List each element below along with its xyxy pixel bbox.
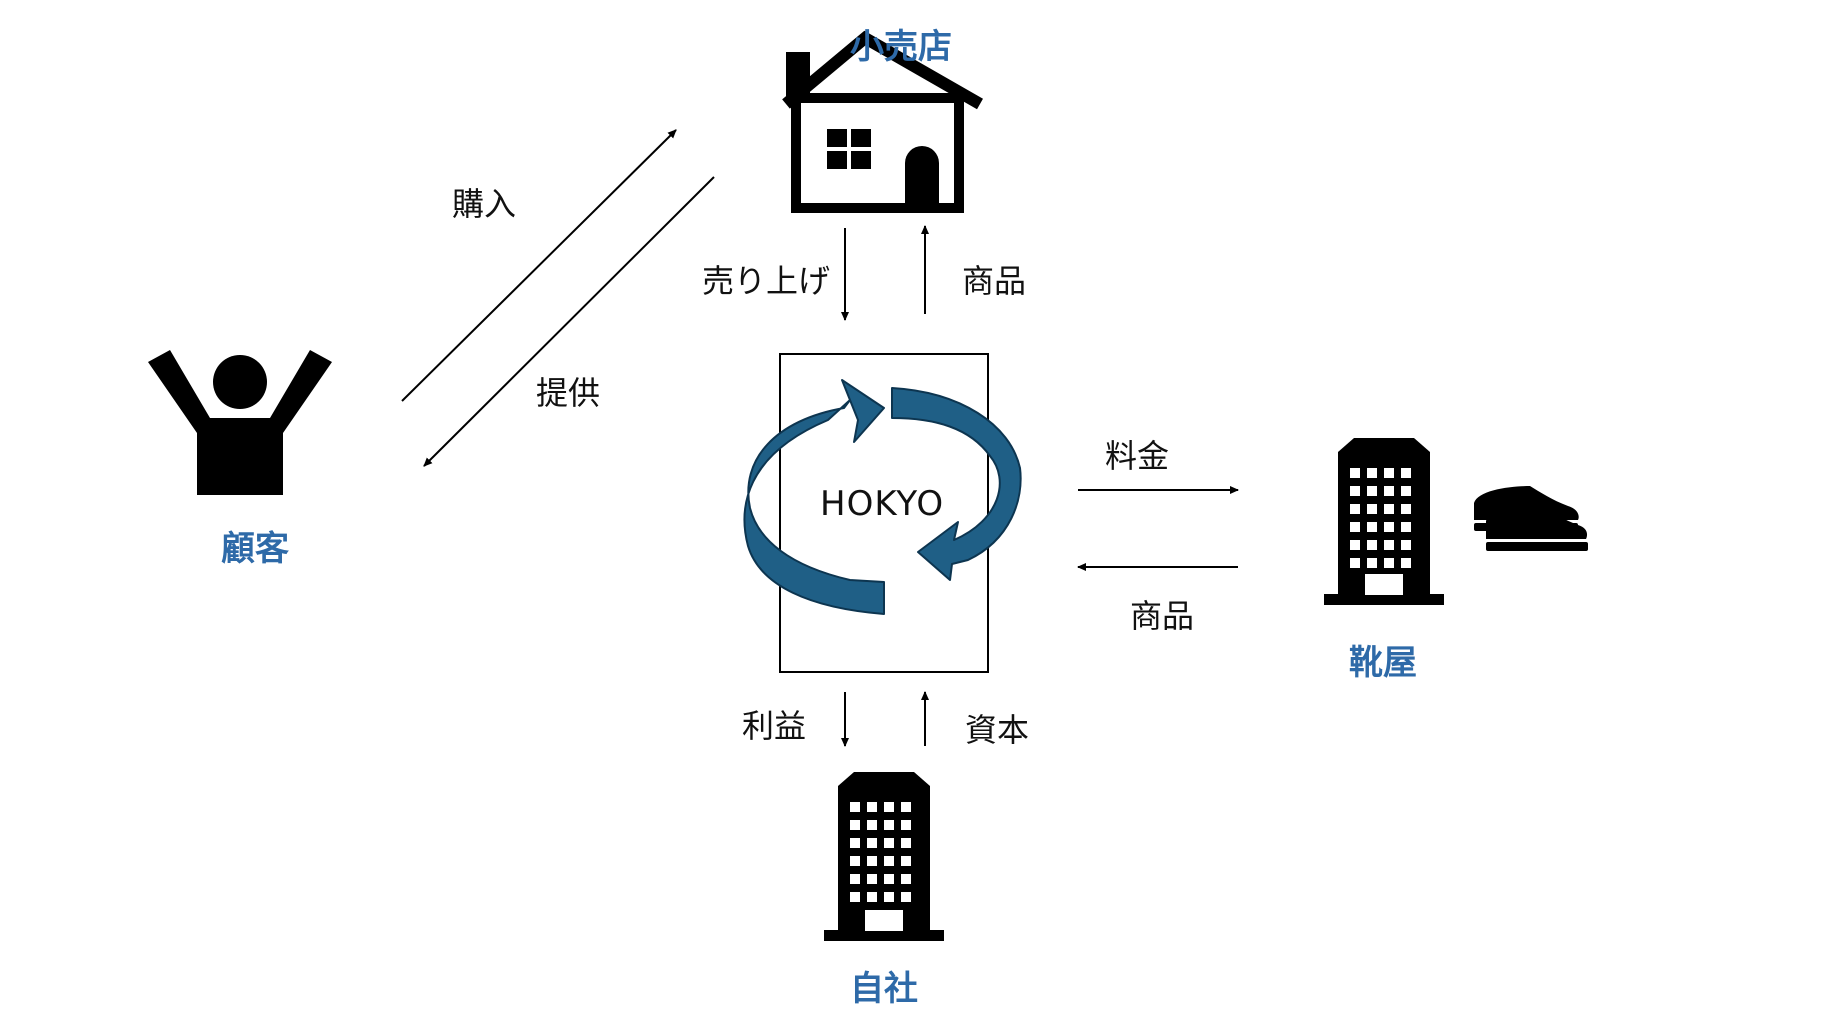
building-window <box>901 802 911 812</box>
shoe-store-title: 靴屋 <box>1349 643 1417 683</box>
building-window <box>1367 504 1377 514</box>
building-window <box>1350 504 1360 514</box>
building-window <box>1401 468 1411 478</box>
house-icon <box>782 30 983 213</box>
building-window <box>1367 468 1377 478</box>
arrows <box>401 129 1239 747</box>
building-window <box>1367 486 1377 496</box>
building-window <box>884 874 894 884</box>
capital-label: 資本 <box>965 711 1030 749</box>
building-window <box>1401 522 1411 532</box>
building-window <box>867 856 877 866</box>
cycle-arrows-icon <box>743 379 1022 615</box>
building-window <box>850 802 860 812</box>
shoe-store-building-icon <box>1324 438 1444 605</box>
sales-label: 売り上げ <box>702 262 831 300</box>
building-window <box>901 874 911 884</box>
building-window <box>1384 468 1394 478</box>
provide-arrow <box>423 176 715 467</box>
building-window <box>1384 558 1394 568</box>
goods-top-label: 商品 <box>962 262 1027 300</box>
building-window <box>1401 558 1411 568</box>
fee-label: 料金 <box>1105 437 1170 475</box>
building-window <box>901 892 911 902</box>
building-window <box>1401 486 1411 496</box>
building-window <box>1350 558 1360 568</box>
building-window <box>1350 468 1360 478</box>
building-window <box>850 874 860 884</box>
building-window <box>884 802 894 812</box>
building-window <box>1367 522 1377 532</box>
customer-title: 顧客 <box>221 529 289 569</box>
building-window <box>1350 522 1360 532</box>
building-window <box>901 838 911 848</box>
building-window <box>850 820 860 830</box>
purchase-label: 購入 <box>452 185 517 223</box>
building-window <box>1401 504 1411 514</box>
shoe-icon <box>1474 486 1588 551</box>
building-window <box>1401 540 1411 550</box>
building-window <box>884 856 894 866</box>
building-window <box>1367 540 1377 550</box>
building-window <box>1384 504 1394 514</box>
building-window <box>884 838 894 848</box>
person-icon <box>148 350 332 495</box>
building-window <box>867 892 877 902</box>
building-window <box>867 874 877 884</box>
building-window <box>850 892 860 902</box>
provide-label: 提供 <box>536 374 601 412</box>
building-window <box>884 892 894 902</box>
building-window <box>1384 522 1394 532</box>
building-window <box>901 820 911 830</box>
retail-title: 小売店 <box>850 27 952 67</box>
building-window <box>850 856 860 866</box>
building-window <box>901 856 911 866</box>
building-window <box>850 838 860 848</box>
purchase-arrow <box>401 129 677 402</box>
building-window <box>1384 540 1394 550</box>
company-title: 自社 <box>850 969 918 1009</box>
profit-label: 利益 <box>742 707 807 745</box>
building-window <box>1350 540 1360 550</box>
building-window <box>867 838 877 848</box>
building-window <box>884 820 894 830</box>
company-building-icon <box>824 772 944 941</box>
building-window <box>867 820 877 830</box>
building-window <box>1384 486 1394 496</box>
building-window <box>1367 558 1377 568</box>
goods-right-label: 商品 <box>1130 597 1195 635</box>
building-window <box>1350 486 1360 496</box>
building-window <box>867 802 877 812</box>
hokyo-label: HOKYO <box>820 484 945 524</box>
